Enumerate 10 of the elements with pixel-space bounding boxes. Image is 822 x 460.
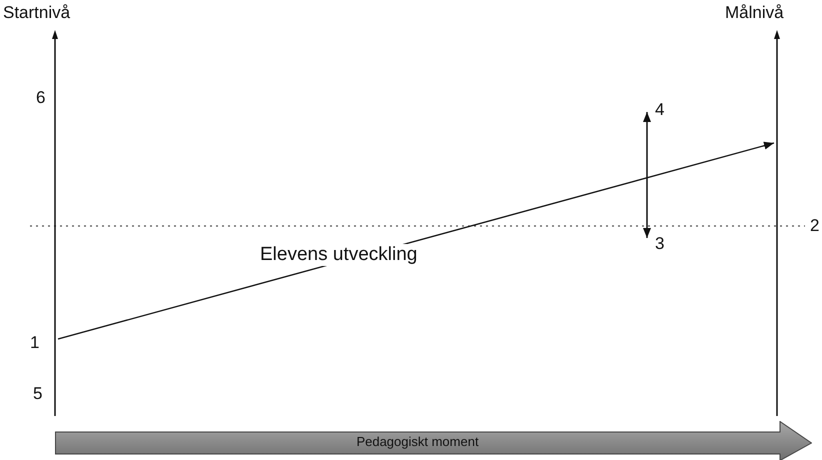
level-number: 5 <box>33 384 42 404</box>
axis-title: Målnivå <box>725 3 784 23</box>
level-number: 1 <box>30 333 40 353</box>
axis-title: Startnivå <box>3 3 70 23</box>
level-number: 3 <box>655 234 664 254</box>
level-number: 6 <box>36 88 46 108</box>
arrow-label: Pedagogiskt moment <box>355 434 480 450</box>
level-number: 4 <box>655 100 664 120</box>
level-number: 2 <box>810 216 820 236</box>
arrow <box>58 142 774 340</box>
